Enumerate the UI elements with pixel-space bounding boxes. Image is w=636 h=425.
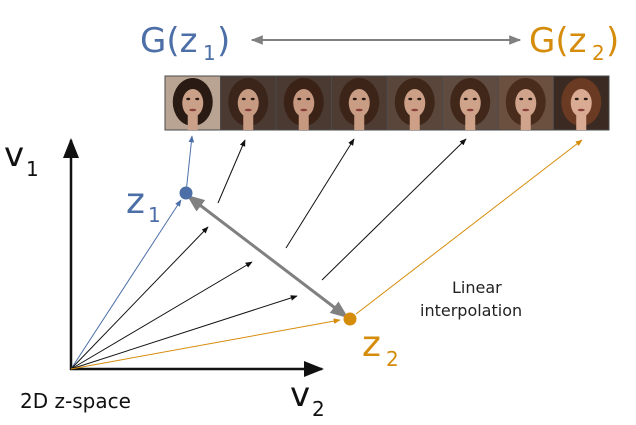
interp-to-image-arrow-2 [285, 138, 355, 249]
interp-vector-1 [70, 226, 209, 370]
g-z1-label: G(z 1 ) [140, 21, 230, 65]
z1-point [179, 186, 193, 200]
generated-images-strip [164, 75, 610, 131]
interp-vector-3 [70, 295, 298, 370]
g-z1-close: ) [217, 21, 230, 61]
v2-main: v [290, 375, 310, 415]
z2-point [343, 312, 357, 326]
v1-label: v 1 [4, 135, 39, 181]
g-z2-label: G(z 2 ) [529, 21, 619, 65]
v1-main: v [4, 135, 24, 175]
v1-subscript: 1 [26, 157, 39, 181]
interp-to-image-arrow-3 [321, 138, 467, 281]
g-z2-close: ) [606, 21, 619, 61]
generated-face-5 [386, 75, 443, 131]
generated-face-3 [275, 75, 332, 131]
generated-face-4 [331, 75, 388, 131]
z1-vector [70, 199, 182, 370]
space-caption: 2D z-space [20, 389, 131, 413]
generated-face-1 [164, 75, 221, 131]
interpolation-line [186, 194, 349, 319]
z2-subscript: 2 [386, 347, 399, 371]
interp-caption-line1: Linear [452, 278, 502, 297]
interp-to-image-arrow-1 [217, 139, 246, 204]
z1-label: z 1 [126, 181, 161, 227]
v2-subscript: 2 [312, 397, 325, 421]
z2-vector [70, 318, 341, 370]
generated-face-8 [553, 75, 610, 131]
z2-main: z [362, 324, 381, 365]
g-z2-subscript: 2 [592, 41, 605, 65]
z1-to-image-arrow [185, 135, 195, 194]
g-z1-subscript: 1 [203, 41, 216, 65]
z1-subscript: 1 [148, 203, 161, 227]
generated-face-7 [497, 75, 554, 131]
z2-to-image-arrow [355, 139, 583, 315]
interp-caption-line2: interpolation [420, 301, 522, 320]
generated-face-6 [442, 75, 499, 131]
generated-face-2 [220, 75, 277, 131]
z1-main: z [126, 181, 145, 222]
g-z2-main: G(z [529, 21, 586, 61]
z2-label: z 2 [362, 324, 399, 371]
v2-label: v 2 [290, 375, 325, 421]
g-z1-main: G(z [140, 21, 197, 61]
